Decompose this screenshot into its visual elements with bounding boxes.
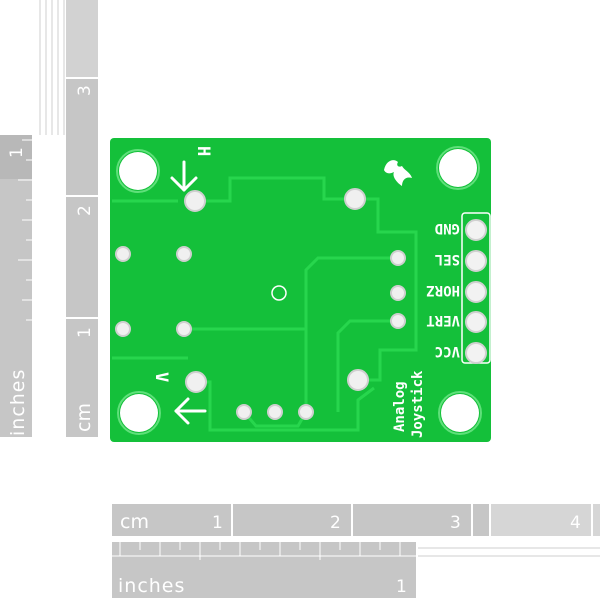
header-pin-horz (465, 281, 487, 303)
left-ruler-fine-ticks (39, 0, 65, 135)
left-cm-unit: cm (73, 403, 95, 432)
pad-bottom-1 (236, 404, 252, 420)
arrow-left-icon (174, 397, 207, 425)
pad-switch-4 (176, 321, 192, 337)
bottom-cm-mark-1: 1 (212, 513, 223, 533)
board-title-line1: Analog (392, 381, 408, 432)
pad-switch-1 (115, 246, 131, 262)
pad-right-2 (390, 285, 406, 301)
bottom-inches-mark: 1 (396, 577, 407, 597)
pin-label-vcc: VCC (435, 343, 460, 359)
header-pin-sel (465, 250, 487, 272)
header-pin-vert (465, 311, 487, 333)
header-pins (461, 212, 491, 364)
pad-bottom-3 (298, 404, 314, 420)
axis-label-h: H (193, 146, 213, 156)
small-pads (115, 246, 406, 420)
pad-v-bottom (185, 371, 207, 393)
pcb-board: GND SEL HORZ VERT VCC H V Analog Joystic… (110, 138, 491, 442)
mounting-hole-bottom-left (120, 394, 158, 432)
pad-top-right (344, 188, 366, 210)
pad-switch-3 (115, 321, 131, 337)
left-inches-mark: 1 (7, 147, 27, 158)
left-rulers: 1 inches 3 2 1 cm (0, 0, 98, 437)
left-inches-ruler (0, 135, 32, 437)
header-pin-vcc (465, 342, 487, 364)
left-cm-mark-2: 2 (75, 205, 95, 216)
pad-h-top (184, 190, 206, 212)
center-alignment-circle (271, 285, 287, 301)
pin-labels: GND SEL HORZ VERT VCC (426, 220, 460, 359)
pad-right-3 (390, 313, 406, 329)
large-pads (184, 188, 369, 393)
header-pin-gnd (465, 219, 487, 241)
bottom-cm-mark-3: 3 (450, 513, 461, 533)
sparkfun-flame-logo (384, 160, 412, 186)
left-inches-unit: inches (7, 369, 29, 436)
pad-right-1 (390, 250, 406, 266)
bottom-cm-mark-4: 4 (570, 513, 581, 533)
pad-bottom-2 (267, 404, 283, 420)
mounting-hole-top-left (119, 152, 157, 190)
mounting-hole-top-right (439, 149, 477, 187)
bottom-inches-ruler (112, 542, 416, 598)
bottom-rulers: cm 1 2 3 4 inches 1 (112, 504, 600, 598)
pin-label-vert: VERT (426, 312, 460, 328)
bottom-ruler-fine-ticks (418, 547, 600, 557)
arrow-down-icon (170, 160, 198, 192)
left-cm-mark-1: 1 (75, 327, 95, 338)
copper-traces (112, 176, 418, 432)
pin-label-gnd: GND (435, 220, 460, 236)
board-title-line2: Joystick (410, 370, 426, 438)
pin-label-sel: SEL (435, 251, 460, 267)
direction-markings (170, 160, 207, 425)
pad-bottom-right (347, 369, 369, 391)
bottom-cm-mark-2: 2 (330, 513, 341, 533)
mounting-holes (116, 146, 482, 435)
bottom-inches-unit: inches (118, 575, 185, 597)
left-cm-mark-3: 3 (75, 85, 95, 96)
pcb-substrate (110, 138, 491, 442)
axis-label-v: V (151, 372, 171, 382)
mounting-hole-bottom-right (441, 394, 479, 432)
bottom-cm-unit: cm (120, 511, 149, 533)
pin-label-horz: HORZ (426, 282, 460, 298)
pad-switch-2 (176, 246, 192, 262)
